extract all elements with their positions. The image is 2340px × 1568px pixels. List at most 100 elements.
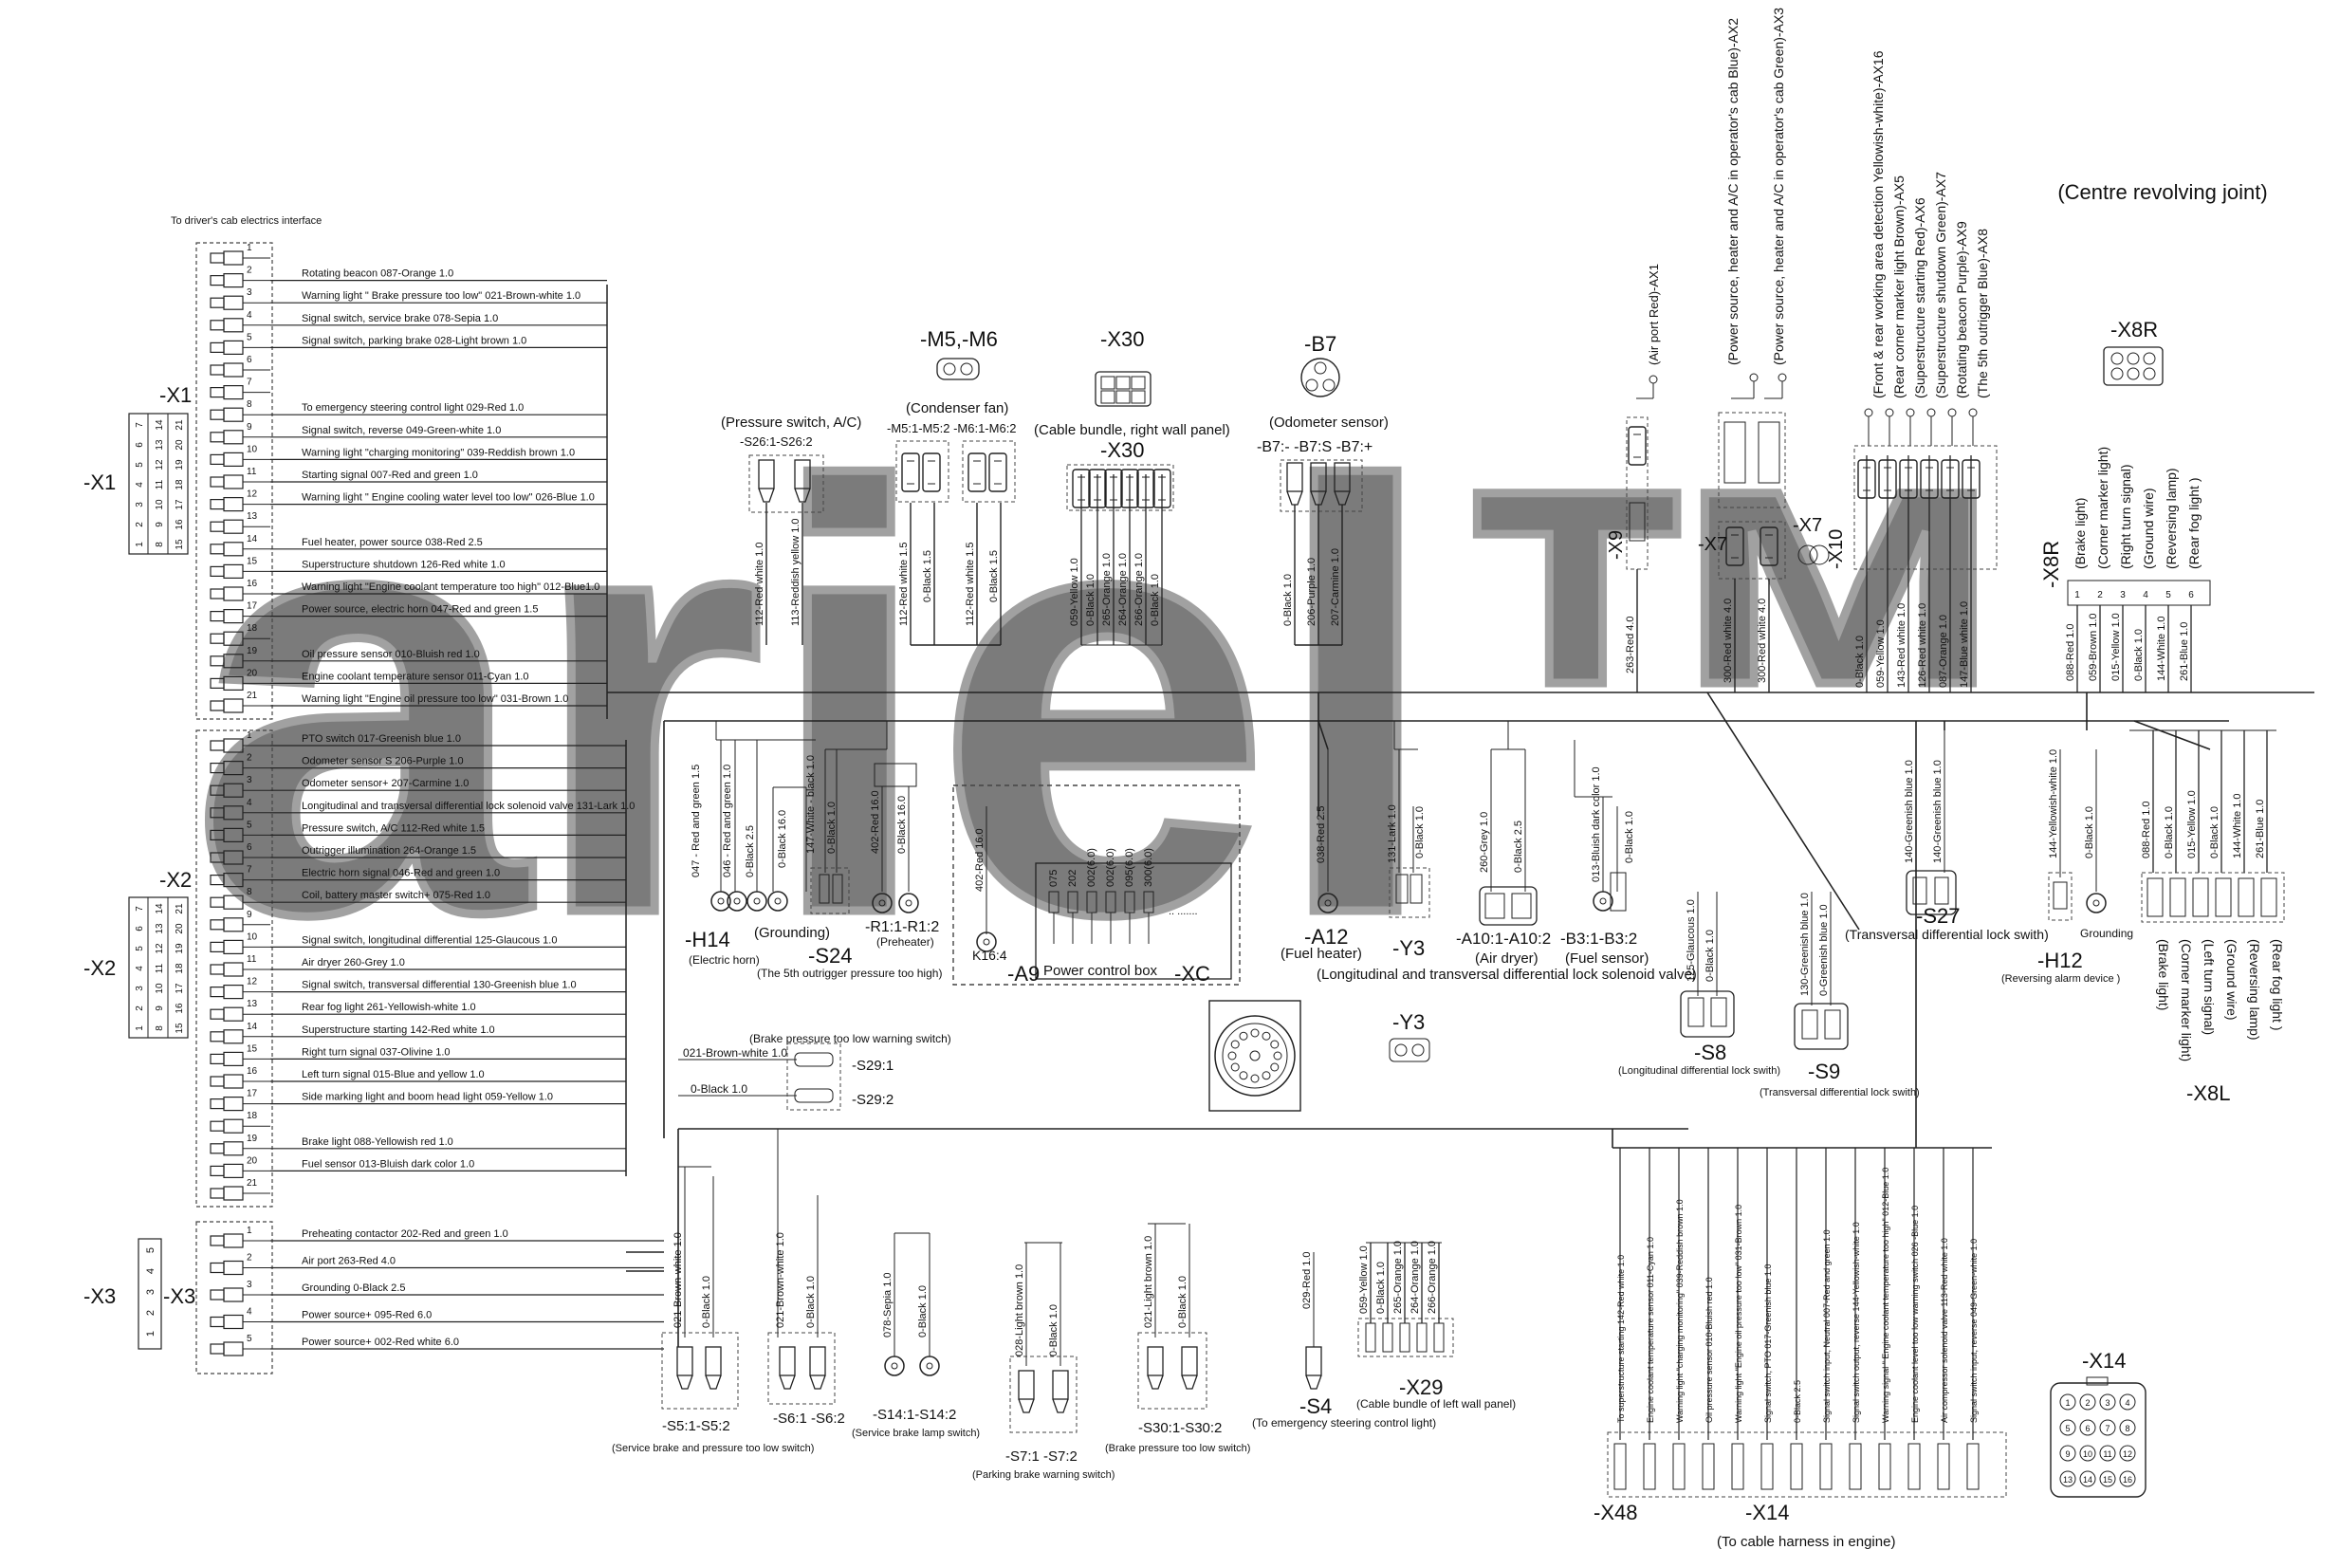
x1-pin-label: Fuel heater, power source 038-Red 2.5 (302, 537, 483, 548)
y3-solenoid-valve: 131-Lark 1.0 0-Black 1.0 -Y3 (Longitudin… (1317, 721, 1697, 1062)
x1-pin-number: 17 (247, 601, 258, 612)
h14-wire-4: 0-Black 16.0 (777, 810, 788, 868)
x10-wire-label: 143-Red white 1.0 (1896, 603, 1907, 688)
s14-label: -S14:1-S14:2 (873, 1407, 956, 1423)
x2-grid-number: 21 (175, 903, 185, 914)
x1-grid-number: 9 (155, 522, 165, 527)
y3-label: -Y3 (1392, 936, 1425, 960)
x1-pin-number: 19 (247, 646, 258, 656)
x1-pin-grid (128, 413, 189, 555)
x14-pin-number: 6 (2085, 1424, 2090, 1433)
s24-caption: (The 5th outrigger pressure too high) (757, 967, 942, 980)
x14-pin-number: 11 (2103, 1449, 2111, 1459)
h12-ground: Grounding (2080, 927, 2133, 940)
x29-terminal (1382, 1322, 1393, 1353)
x14-pin-number: 12 (2123, 1449, 2132, 1459)
x29-label: -X29 (1399, 1375, 1443, 1399)
x2-pin-number: 3 (247, 775, 252, 785)
x10-note: (Rotating beacon Purple)-AX9 (1954, 221, 1969, 398)
m5-wire-4: 0-Black 1.5 (988, 550, 1000, 602)
h12-label: -H12 (2037, 949, 2083, 972)
x14-wire-label: Signal switch output, reverse 144-Yellow… (1852, 1222, 1861, 1423)
x14-wire-label: 0-Black 2.5 (1793, 1380, 1802, 1423)
x1-pin-number: 13 (247, 511, 258, 522)
x1-grid-number: 3 (135, 502, 145, 507)
x14-pin-number: 7 (2105, 1424, 2110, 1433)
s29-pin-1: -S29:1 (852, 1058, 894, 1074)
x1-grid-number: 19 (175, 459, 185, 470)
x8r-note: (Reversing lamp) (2164, 468, 2179, 569)
x1-pin (210, 340, 244, 355)
x1-grid-number: 11 (155, 479, 165, 489)
x8r-wire-label: 059-Brown 1.0 (2088, 613, 2099, 681)
x2-grid-number: 2 (135, 1005, 145, 1011)
x2-pin (210, 1186, 244, 1201)
a10-label: -A10:1-A10:2 (1456, 930, 1551, 948)
x2-pin-number: 14 (247, 1022, 258, 1032)
x14-terminal (1643, 1443, 1656, 1490)
x1-pin-number: 1 (247, 243, 252, 253)
h14-ground: (Grounding) (754, 925, 830, 941)
x29-terminal (1399, 1322, 1410, 1353)
x14-label: -X14 (1745, 1501, 1789, 1524)
x2-pin-number: 19 (247, 1134, 258, 1144)
s24-switch: 147-White - black 1.0 0-Black 1.0 -S24 (… (757, 721, 942, 980)
x8r-connector: -X8R -X8R (Brake light)1(Corner marker l… (2039, 318, 2211, 692)
m5-m6-condenser-fan: -M5,-M6 (Condenser fan) -M5:1-M5:2 -M6:1… (887, 327, 1017, 646)
x14-pin-number: 9 (2065, 1449, 2070, 1459)
h14-caption: (Electric horn) (689, 953, 760, 967)
b7-odometer-sensor: -B7 (Odometer sensor) -B7:- -B7:S -B7:+ … (1257, 332, 1389, 646)
x8r-wire-label: 144-White 1.0 (2156, 617, 2167, 681)
x7-label-2: -X7 (1793, 515, 1822, 536)
x7-connector-icon (1797, 544, 1818, 565)
x1-label-left: -X1 (83, 470, 116, 494)
b7-pins: -B7:- -B7:S -B7:+ (1257, 439, 1373, 455)
x14-wire-label: Warning signal " Engine coolant temperat… (1881, 1168, 1890, 1423)
s5-switch: 021-Brown-white 1.0 0-Black 1.0 -S5:1-S5… (612, 1166, 814, 1454)
s14-wire-2: 0-Black 1.0 (917, 1285, 929, 1337)
h12-reversing-alarm: 144-Yellowish-white 1.0 0-Black 1.0 Grou… (2001, 749, 2133, 985)
s27-label: -S27 (1916, 904, 1960, 928)
x1-pin (210, 273, 244, 288)
h12-caption: (Reversing alarm device ) (2001, 973, 2120, 985)
x2-grid-number: 11 (155, 963, 165, 973)
x1-pin-number: 14 (247, 534, 258, 544)
a9-k16: K16:4 (972, 948, 1007, 963)
x1-grid-number: 21 (175, 419, 185, 431)
x30-label: -X30 (1100, 327, 1144, 351)
x2-grid-number: 9 (155, 1005, 165, 1011)
s29-switch: (Brake pressure too low warning switch) … (678, 1032, 951, 1111)
a9-wire: 402-Red 16.0 (974, 828, 986, 892)
x30-wire-label: 0-Black 1.0 (1150, 574, 1161, 626)
m5-label: -M5,-M6 (920, 327, 998, 351)
x1-pin-number: 3 (247, 287, 252, 298)
x8r-connector-icon (2103, 346, 2164, 386)
a10-air-dryer: 260-Grey 1.0 0-Black 2.5 -A10:1-A10:2 (A… (1456, 721, 1551, 967)
x8l-note: (Left turn signal) (2202, 939, 2217, 1035)
x1-pin-label: Engine coolant temperature sensor 011-Cy… (302, 671, 529, 682)
x1-pin-number: 11 (247, 467, 257, 477)
x2-pin-label: Superstructure starting 142-Red white 1.… (302, 1024, 495, 1036)
x1-pin-number: 18 (247, 623, 258, 634)
x3-pin (210, 1233, 244, 1248)
x14-terminal (1819, 1443, 1833, 1490)
x2-grid-number: 5 (135, 946, 145, 951)
s26-caption: (Pressure switch, A/C) (721, 415, 861, 431)
x8l-wire-label: 0-Black 1.0 (2209, 806, 2220, 858)
x3-pin (210, 1314, 244, 1330)
r1-wire-1: 402-Red 16.0 (870, 790, 881, 854)
x1-pin-label: Rotating beacon 087-Orange 1.0 (302, 268, 453, 280)
x3-pin-number: 2 (247, 1253, 252, 1264)
x7-wire-2: 300-Red white 4.0 (1757, 599, 1768, 683)
x1-grid-number: 15 (175, 539, 185, 550)
watermark: ariel™ (187, 358, 2052, 1044)
x1-pin-label: Signal switch, reverse 049-Green-white 1… (302, 425, 501, 436)
s26-pins: -S26:1-S26:2 (740, 434, 813, 449)
x1-pin-number: 12 (247, 489, 258, 500)
x14-terminal (1760, 1443, 1774, 1490)
x14-terminal (1613, 1443, 1627, 1490)
s7-caption: (Parking brake warning switch) (972, 1469, 1115, 1481)
x14-pin-number: 10 (2083, 1449, 2092, 1459)
x2-pin-number: 11 (247, 954, 257, 965)
